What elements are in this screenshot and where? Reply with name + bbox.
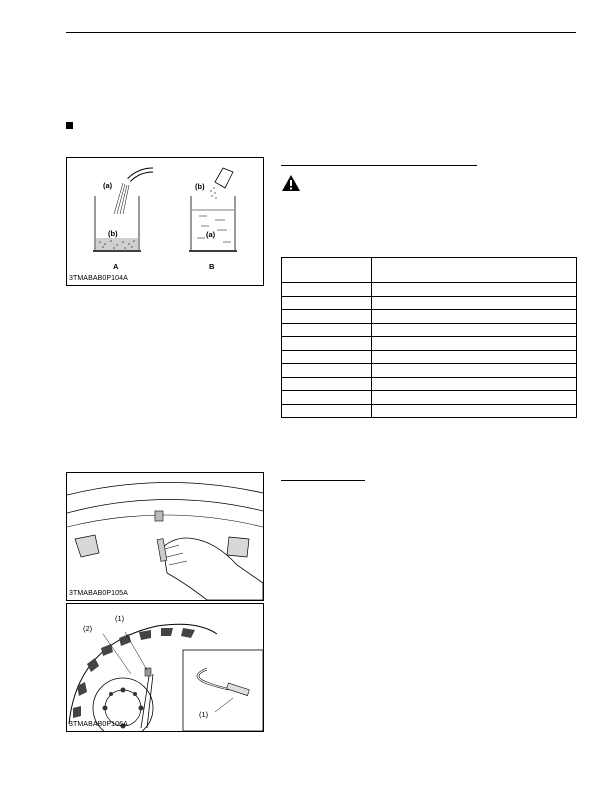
- fig3-callout-1-inset: (1): [199, 710, 209, 719]
- table-row: [281, 363, 577, 378]
- table-row: [281, 376, 577, 391]
- table-row: [281, 295, 577, 310]
- tire-valve-drawing: [68, 623, 263, 731]
- table-row: [281, 403, 577, 418]
- fig1-panel-a: A: [113, 262, 119, 271]
- fig1-label-b-top: (b): [195, 182, 205, 191]
- fig3-caption: 3TMABAB0P106A: [69, 721, 128, 728]
- header-rule: [66, 32, 576, 33]
- table-row: [281, 282, 577, 297]
- figure-hand-valve: 3TMABAB0P105A: [66, 472, 264, 601]
- figure-tire-valve: (1) (2) (1) 3TMABAB0P106A: [66, 603, 264, 732]
- heading-underline: [281, 165, 477, 166]
- table-row: [281, 336, 577, 351]
- table-row: [281, 349, 577, 364]
- table-row: [281, 390, 577, 405]
- hand-valve-drawing: [67, 482, 263, 600]
- table-row: [281, 309, 577, 324]
- fig1-label-a-top: (a): [103, 181, 113, 190]
- figure-fill-liquid: (a) (b) (b) (a) A B 3TMABAB0P104A: [66, 157, 264, 286]
- table-row: [281, 322, 577, 337]
- table-row: [281, 257, 577, 283]
- fig3-callout-2: (2): [83, 624, 93, 633]
- spec-table: [281, 257, 577, 418]
- fig2-caption: 3TMABAB0P105A: [69, 590, 128, 597]
- fig1-panel-b: B: [209, 262, 215, 271]
- fig1-label-a-right: (a): [206, 230, 216, 239]
- heading-underline-2: [281, 480, 365, 481]
- warning-triangle-icon: [281, 174, 301, 192]
- section-bullet: [66, 122, 73, 129]
- fig1-label-b-left: (b): [108, 229, 118, 238]
- fill-liquid-drawing: [93, 167, 237, 252]
- fig3-callout-1: (1): [115, 614, 125, 623]
- fig1-caption: 3TMABAB0P104A: [69, 275, 128, 282]
